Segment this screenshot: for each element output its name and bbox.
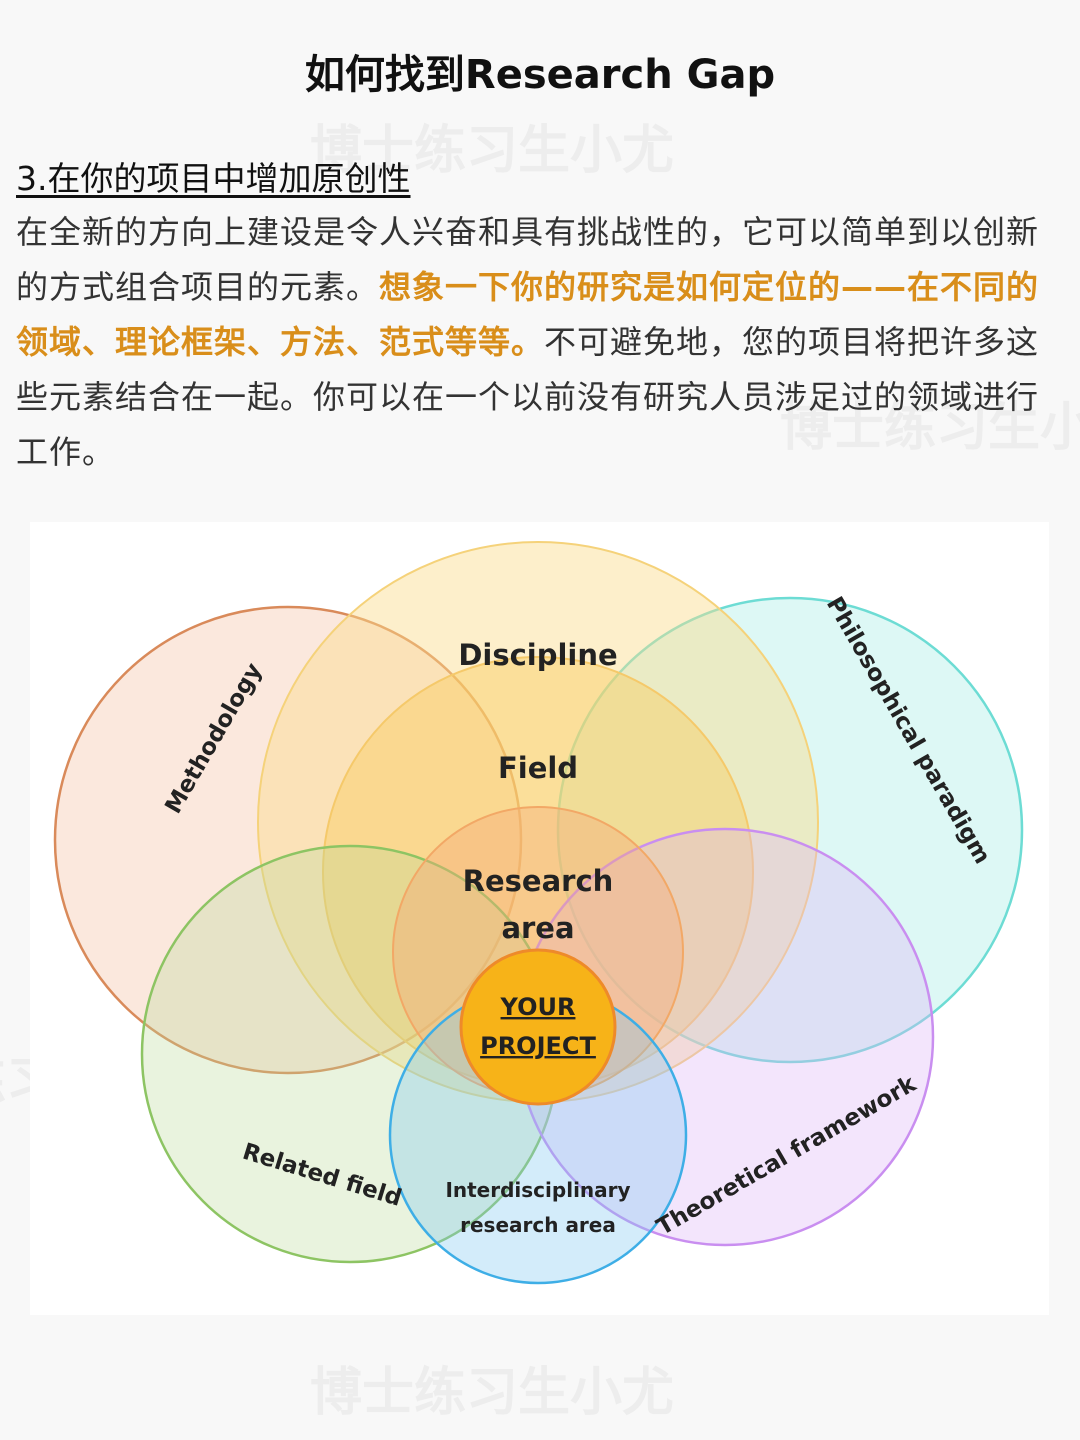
- research-area-label-line1: Research: [463, 864, 614, 898]
- discipline-label: Discipline: [458, 638, 617, 672]
- venn-diagram-svg: Discipline Field Research area YOUR PROJ…: [53, 541, 1024, 1285]
- research-area-label-line2: area: [501, 911, 574, 945]
- your-project-label-line2: PROJECT: [480, 1032, 596, 1060]
- section-heading: 3.在你的项目中增加原创性: [16, 159, 411, 198]
- methodology-circle: [53, 605, 523, 1075]
- paragraph-text: 在全新的方向上建设是令人兴奋和具有挑战性的，它可以简单到以创新的方式组合项目的元…: [16, 213, 1040, 306]
- watermark-bottom: 博士练习生小尤: [310, 1350, 674, 1425]
- paragraph-text-end: 不可避免地，您的项目将把许多这些元素结合在一起。你可以在一个以前没有研究人员涉足…: [16, 323, 1040, 471]
- paragraph-highlight: 想象一下你的研究是如何定位的——在不同的领域、理论框架、方法、范式等等。: [16, 268, 1040, 361]
- philosophical-paradigm-circle: [556, 596, 1024, 1064]
- venn-diagram: Discipline Field Research area YOUR PROJ…: [30, 522, 1049, 1315]
- field-label: Field: [498, 751, 578, 785]
- your-project-label-line1: YOUR: [500, 993, 576, 1021]
- your-project-circle: [459, 948, 617, 1106]
- body-paragraph: 在全新的方向上建设是令人兴奋和具有挑战性的，它可以简单到以创新的方式组合项目的元…: [16, 205, 1062, 480]
- interdisciplinary-label-line2: research area: [460, 1213, 616, 1237]
- interdisciplinary-label-line1: Interdisciplinary: [445, 1178, 630, 1202]
- page-title: 如何找到Research Gap: [304, 52, 776, 98]
